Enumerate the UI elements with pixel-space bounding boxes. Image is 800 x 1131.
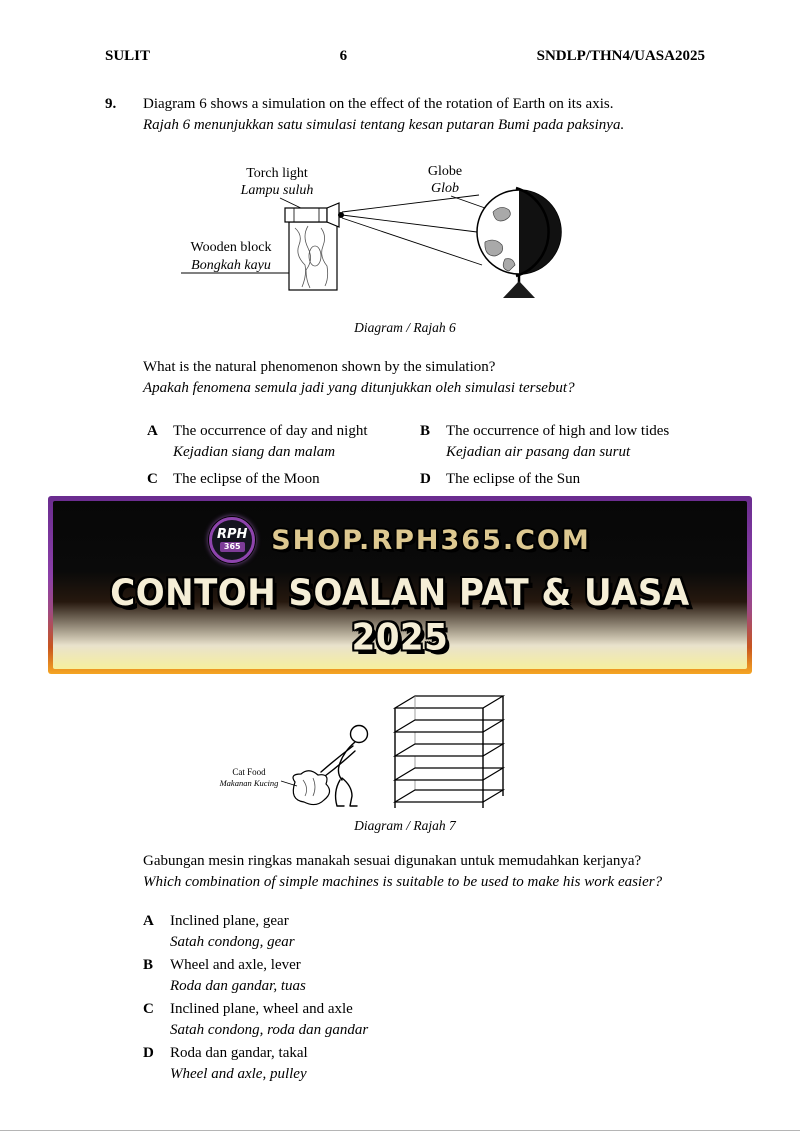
q9-question: What is the natural phenomenon shown by … [143,357,705,399]
q10-option-d: D Roda dan gandar, takal Wheel and axle,… [143,1043,705,1085]
q10-option-b: B Wheel and axle, lever Roda dan gandar,… [143,955,705,997]
globe-stand-arm [515,186,550,278]
cat-food-leader-line [280,780,298,787]
q9-stem-en: Diagram 6 shows a simulation on the effe… [143,96,614,112]
q9-option-a: A The occurrence of day and night Kejadi… [147,421,420,463]
banner-shop-url: SHOP.RPH365.COM [271,524,591,556]
diagram-7-caption: Diagram / Rajah 7 [354,818,456,833]
q9-number: 9. [105,96,117,112]
paper-code: SNDLP/THN4/UASA2025 [536,48,705,64]
logo-text-top: RPH [217,527,248,542]
option-letter: B [143,957,154,973]
option-line-1: Inclined plane, wheel and axle [170,1001,353,1017]
q10-option-a: A Inclined plane, gear Satah condong, ge… [143,911,705,953]
diagram-7: Cat Food Makanan Kucing [219,695,506,808]
option-text-en: The eclipse of the Sun [446,471,581,487]
cat-food-label-en: Cat Food [232,767,266,777]
promo-banner: RPH 365 SHOP.RPH365.COM CONTOH SOALAN PA… [48,496,752,674]
diagram-6: Torch light Lampu suluh Globe Glob Woode… [181,164,562,298]
option-line-1: Roda dan gandar, takal [170,1045,308,1061]
q10-option-c: C Inclined plane, wheel and axle Satah c… [143,999,705,1041]
option-letter: A [147,423,158,439]
header-confidential-label: SULIT [105,48,151,64]
q10-question-en: Which combination of simple machines is … [143,874,663,890]
q10-question: Gabungan mesin ringkas manakah sesuai di… [143,851,705,893]
option-line-2: Satah condong, gear [170,934,295,950]
option-line-1: Inclined plane, gear [170,913,289,929]
cat-food-label-ms: Makanan Kucing [219,778,279,788]
person-pulling [320,724,369,807]
torch-label-ms: Lampu suluh [240,183,314,198]
page-number: 6 [339,48,348,64]
cat-food-sack [292,770,331,806]
diagram-7-figure: Cat Food Makanan Kucing [197,682,705,815]
option-text-ms: Kejadian air pasang dan surut [446,444,631,460]
option-text-en: The occurrence of day and night [173,423,368,439]
banner-top-row: RPH 365 SHOP.RPH365.COM [61,517,739,563]
rph365-logo: RPH 365 [209,517,256,563]
option-text-en: The eclipse of the Moon [173,471,320,487]
option-text-en: The occurrence of high and low tides [446,423,670,439]
wooden-block [288,221,338,291]
torch-light [284,202,344,228]
globe-label-en: Globe [428,164,462,179]
option-line-2: Wheel and axle, pulley [170,1066,307,1082]
diagram-6-figure: Torch light Lampu suluh Globe Glob Woode… [177,162,705,317]
block-label-en: Wooden block [191,240,272,255]
page-header: SULIT 6 SNDLP/THN4/UASA2025 [105,46,705,66]
globe-base [503,281,535,298]
light-rays [341,194,483,266]
option-line-2: Satah condong, roda dan gandar [170,1022,369,1038]
logo-text-bottom: 365 [219,542,245,552]
option-line-1: Wheel and axle, lever [170,957,301,973]
q9-question-en: What is the natural phenomenon shown by … [143,359,496,375]
option-letter: C [143,1001,154,1017]
diagram-6-caption: Diagram / Rajah 6 [354,320,456,335]
option-letter: D [143,1045,154,1061]
shelf-rack [392,695,506,808]
banner-title: CONTOH SOALAN PAT & UASA 2025 [110,571,690,660]
option-line-2: Roda dan gandar, tuas [170,978,306,994]
option-letter: A [143,913,154,929]
q9-stem-ms: Rajah 6 menunjukkan satu simulasi tentan… [143,117,625,133]
option-letter: D [420,471,431,487]
q9-stem: 9. Diagram 6 shows a simulation on the e… [105,94,705,136]
option-letter: B [420,423,431,439]
q9-option-d: D The eclipse of the Sun [420,469,705,490]
q10-options: A Inclined plane, gear Satah condong, ge… [143,911,705,1085]
q9-question-ms: Apakah fenomena semula jadi yang ditunju… [143,380,575,396]
option-text-ms: Kejadian siang dan malam [173,444,336,460]
globe [476,186,562,298]
block-label-ms: Bongkah kayu [191,258,271,273]
globe-label-ms: Glob [431,181,459,196]
q9-options: A The occurrence of day and night Kejadi… [147,421,705,490]
promo-banner-inner: RPH 365 SHOP.RPH365.COM CONTOH SOALAN PA… [53,501,747,669]
q9-option-b: B The occurrence of high and low tides K… [420,421,705,463]
q10-question-ms: Gabungan mesin ringkas manakah sesuai di… [143,853,642,869]
q9-option-c: C The eclipse of the Moon [147,469,420,490]
torch-label-en: Torch light [246,166,308,181]
option-letter: C [147,471,158,487]
